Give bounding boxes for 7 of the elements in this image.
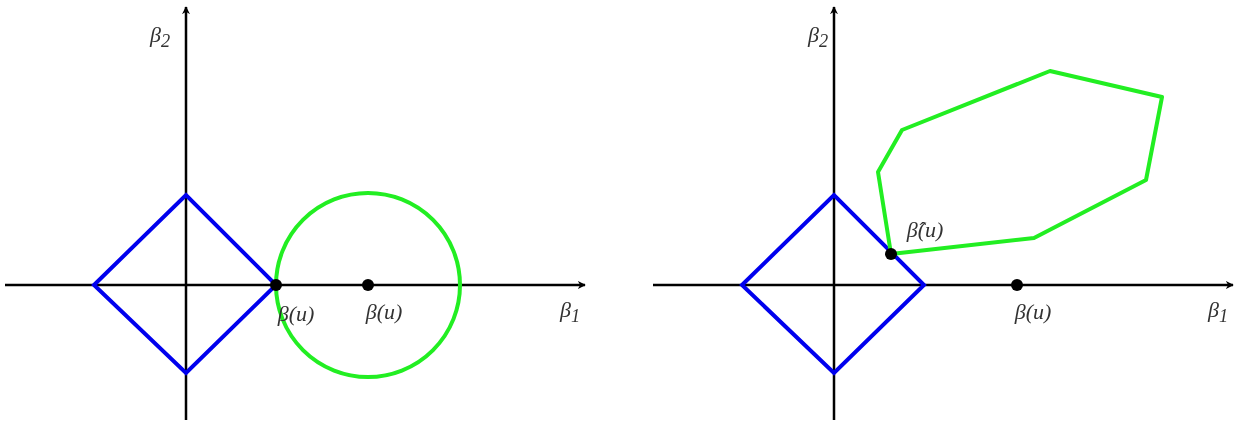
axis-label: β(u) xyxy=(1014,301,1052,323)
axis-label: β(u) xyxy=(365,301,403,323)
axis-label: β$_{1}$ xyxy=(1207,298,1229,326)
axis-label: β̂(u) xyxy=(906,219,944,241)
axis-label: β$_{1}$ xyxy=(559,298,581,326)
axis-label: β$_{2}$ xyxy=(149,23,171,51)
axis-label: β$_{2}$ xyxy=(807,23,829,51)
